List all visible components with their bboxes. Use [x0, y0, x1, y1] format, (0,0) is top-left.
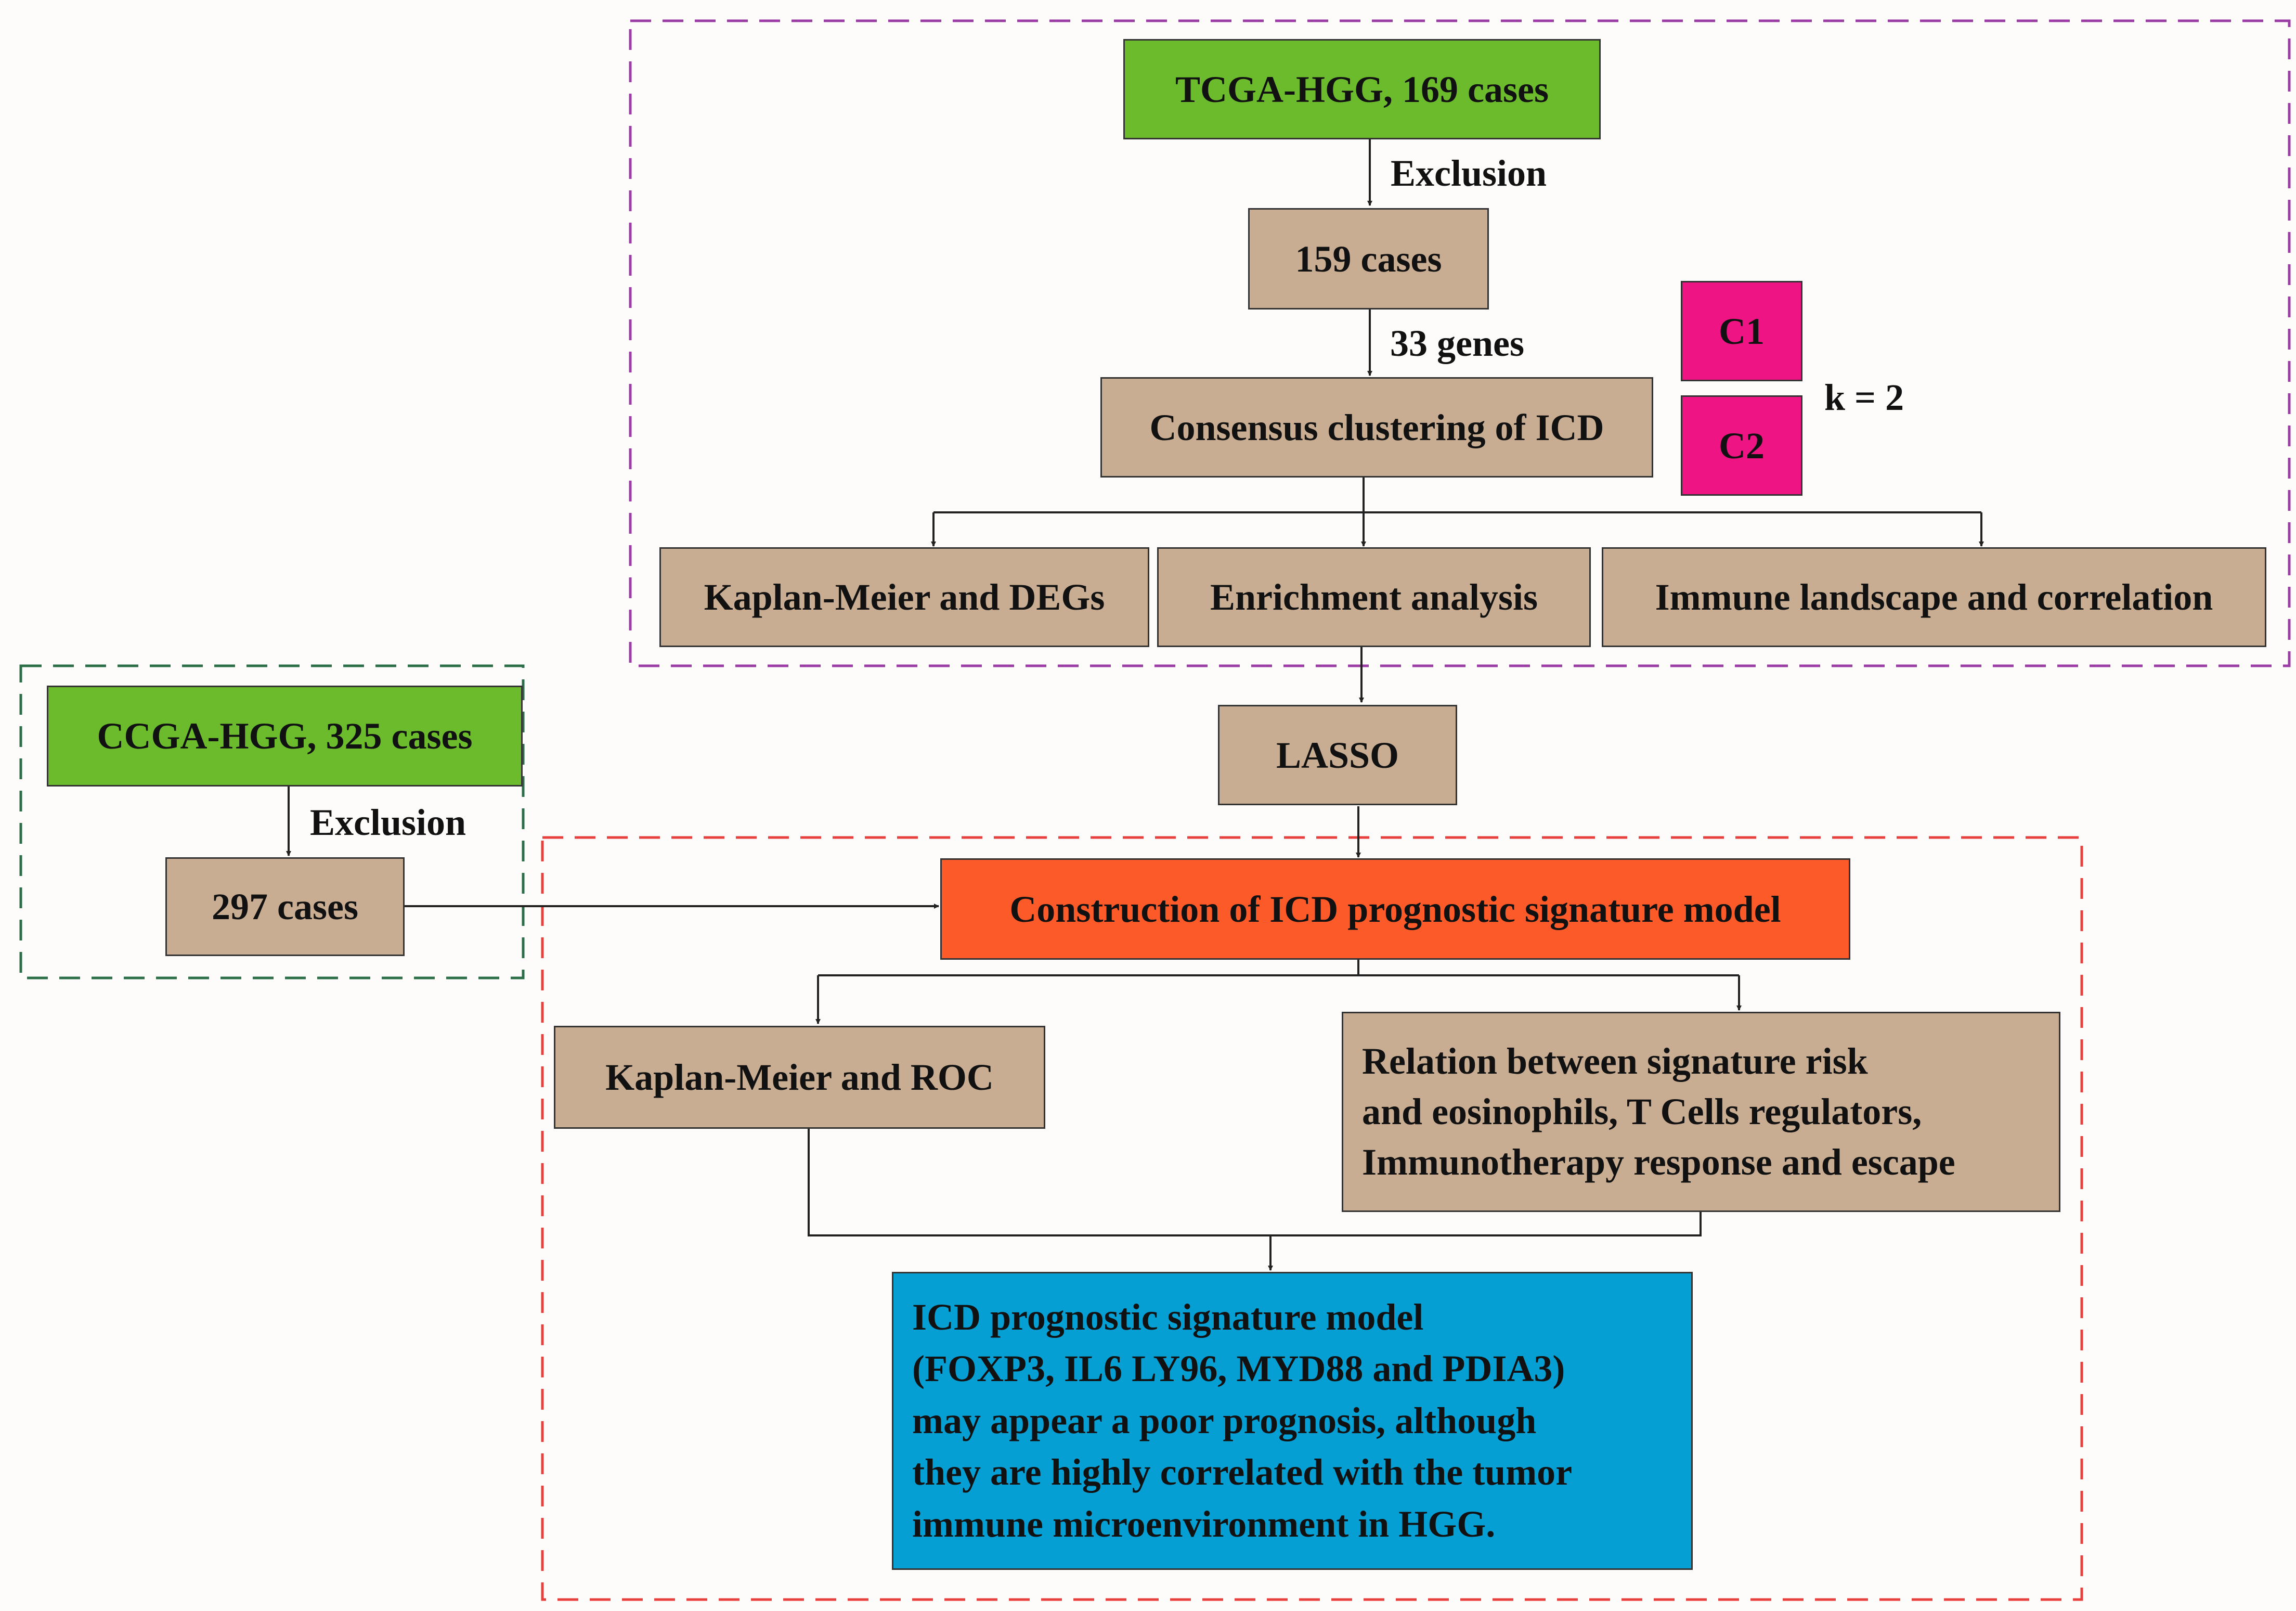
conclusion-line-3: may appear a poor prognosis, although: [912, 1399, 1537, 1441]
line-km-roc-down: [808, 1129, 1702, 1236]
ccga-source-box: CCGA-HGG, 325 cases: [47, 686, 523, 787]
immune-landscape-box: Immune landscape and correlation: [1602, 547, 2266, 647]
construction-model-box: Construction of ICD prognostic signature…: [940, 858, 1850, 960]
tcga-dashed-region: [629, 19, 2291, 667]
conclusion-line-2: (FOXP3, IL6 LY96, MYD88 and PDIA3): [912, 1348, 1565, 1390]
conclusion-line-4: they are highly correlated with the tumo…: [912, 1451, 1573, 1493]
ccga-297-cases-box: 297 cases: [165, 857, 405, 956]
relation-box: Relation between signature risk and eosi…: [1342, 1012, 2060, 1212]
model-dashed-region: [541, 836, 2083, 1601]
conclusion-line-5: immune microenvironment in HGG.: [912, 1503, 1496, 1545]
ccga-dashed-region: [19, 664, 525, 980]
k-equals-label: k = 2: [1824, 377, 1904, 418]
genes-label: 33 genes: [1390, 323, 1524, 364]
km-roc-box: Kaplan-Meier and ROC: [554, 1026, 1045, 1129]
relation-line-2: and eosinophils, T Cells regulators,: [1362, 1090, 1922, 1132]
tcga-exclusion-label: Exclusion: [1391, 152, 1547, 194]
relation-line-1: Relation between signature risk: [1362, 1040, 1868, 1082]
conclusion-box: ICD prognostic signature model (FOXP3, I…: [892, 1272, 1693, 1570]
consensus-clustering-box: Consensus clustering of ICD: [1100, 377, 1653, 478]
ccga-exclusion-label: Exclusion: [310, 802, 466, 843]
enrichment-analysis-box: Enrichment analysis: [1157, 547, 1591, 647]
tcga-159-cases-box: 159 cases: [1248, 208, 1489, 310]
cluster-c1-box: C1: [1681, 281, 1802, 381]
lasso-box: LASSO: [1218, 705, 1457, 805]
cluster-c2-box: C2: [1681, 395, 1802, 496]
conclusion-line-1: ICD prognostic signature model: [912, 1296, 1424, 1338]
relation-line-3: Immunotherapy response and escape: [1362, 1141, 1955, 1183]
km-degs-box: Kaplan-Meier and DEGs: [659, 547, 1149, 647]
tcga-source-box: TCGA-HGG, 169 cases: [1123, 39, 1601, 139]
